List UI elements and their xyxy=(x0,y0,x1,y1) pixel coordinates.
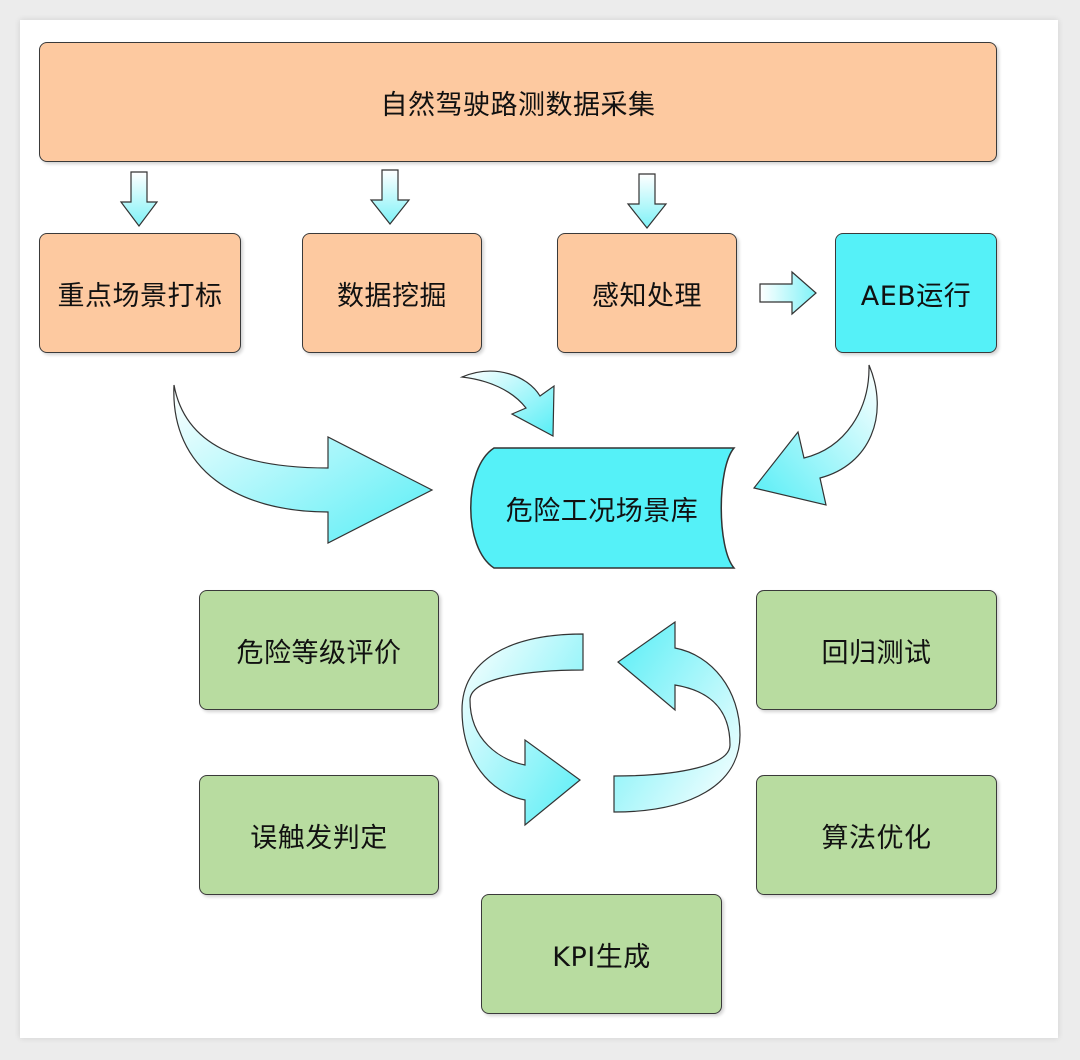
node-perception: 感知处理 xyxy=(557,233,737,353)
node-collection-label: 自然驾驶路测数据采集 xyxy=(380,89,656,121)
node-risk-eval: 危险等级评价 xyxy=(199,590,439,710)
node-risk-eval-label: 危险等级评价 xyxy=(236,637,402,669)
node-aeb-run-label: AEB运行 xyxy=(860,280,972,312)
node-aeb-run: AEB运行 xyxy=(835,233,997,353)
node-key-scene-tagging-label: 重点场景打标 xyxy=(57,280,223,312)
node-regression-test: 回归测试 xyxy=(756,590,997,710)
node-false-trigger: 误触发判定 xyxy=(199,775,439,895)
node-perception-label: 感知处理 xyxy=(592,280,702,312)
node-collection: 自然驾驶路测数据采集 xyxy=(39,42,997,162)
node-kpi-label: KPI生成 xyxy=(552,941,651,973)
node-scenario-db: 危险工况场景库 xyxy=(470,448,734,568)
node-false-trigger-label: 误触发判定 xyxy=(250,822,388,854)
node-algo-opt-label: 算法优化 xyxy=(821,822,932,854)
node-key-scene-tagging: 重点场景打标 xyxy=(39,233,241,353)
node-algo-opt: 算法优化 xyxy=(756,775,997,895)
node-scenario-db-label: 危险工况场景库 xyxy=(505,495,699,527)
node-data-mining-label: 数据挖掘 xyxy=(337,280,447,312)
node-regression-test-label: 回归测试 xyxy=(821,637,932,669)
node-data-mining: 数据挖掘 xyxy=(302,233,482,353)
node-kpi: KPI生成 xyxy=(481,894,722,1014)
